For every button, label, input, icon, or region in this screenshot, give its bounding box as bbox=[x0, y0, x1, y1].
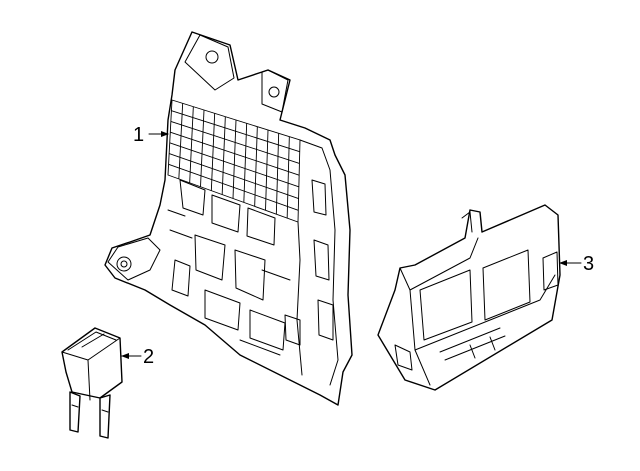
callout-number-1: 1 bbox=[133, 124, 144, 146]
fuse-grid-line bbox=[169, 142, 300, 188]
fuse-grid-line bbox=[200, 109, 205, 187]
callout-number-2: 2 bbox=[143, 346, 154, 368]
callout-number-3: 3 bbox=[583, 253, 594, 275]
fuse-grid-line bbox=[168, 153, 299, 199]
fuse-grid-line bbox=[254, 126, 258, 207]
fuse-grid-line bbox=[210, 113, 216, 191]
fuse-junction-box bbox=[104, 31, 353, 406]
fuse-grid-line bbox=[170, 121, 300, 164]
fuse-grid-line bbox=[171, 110, 300, 153]
callout-3: 3 bbox=[559, 253, 594, 275]
callout-2: 2 bbox=[121, 346, 154, 368]
fuse-grid-line bbox=[275, 133, 280, 215]
fuse-grid-line bbox=[265, 129, 269, 211]
fuse-grid-line bbox=[286, 136, 290, 219]
fuse-grid-line bbox=[178, 103, 184, 179]
control-module bbox=[377, 204, 561, 391]
blade-fuse bbox=[61, 327, 123, 439]
fuse-grid-line bbox=[170, 131, 300, 176]
callout-1: 1 bbox=[133, 124, 169, 146]
fuse-grid-line bbox=[243, 123, 248, 203]
fuse-grid-line bbox=[168, 163, 299, 211]
fuse-grid bbox=[168, 103, 300, 219]
fuse-grid-line bbox=[221, 116, 226, 195]
fuse-grid-line bbox=[189, 106, 194, 183]
fuse-grid-line bbox=[232, 119, 237, 199]
